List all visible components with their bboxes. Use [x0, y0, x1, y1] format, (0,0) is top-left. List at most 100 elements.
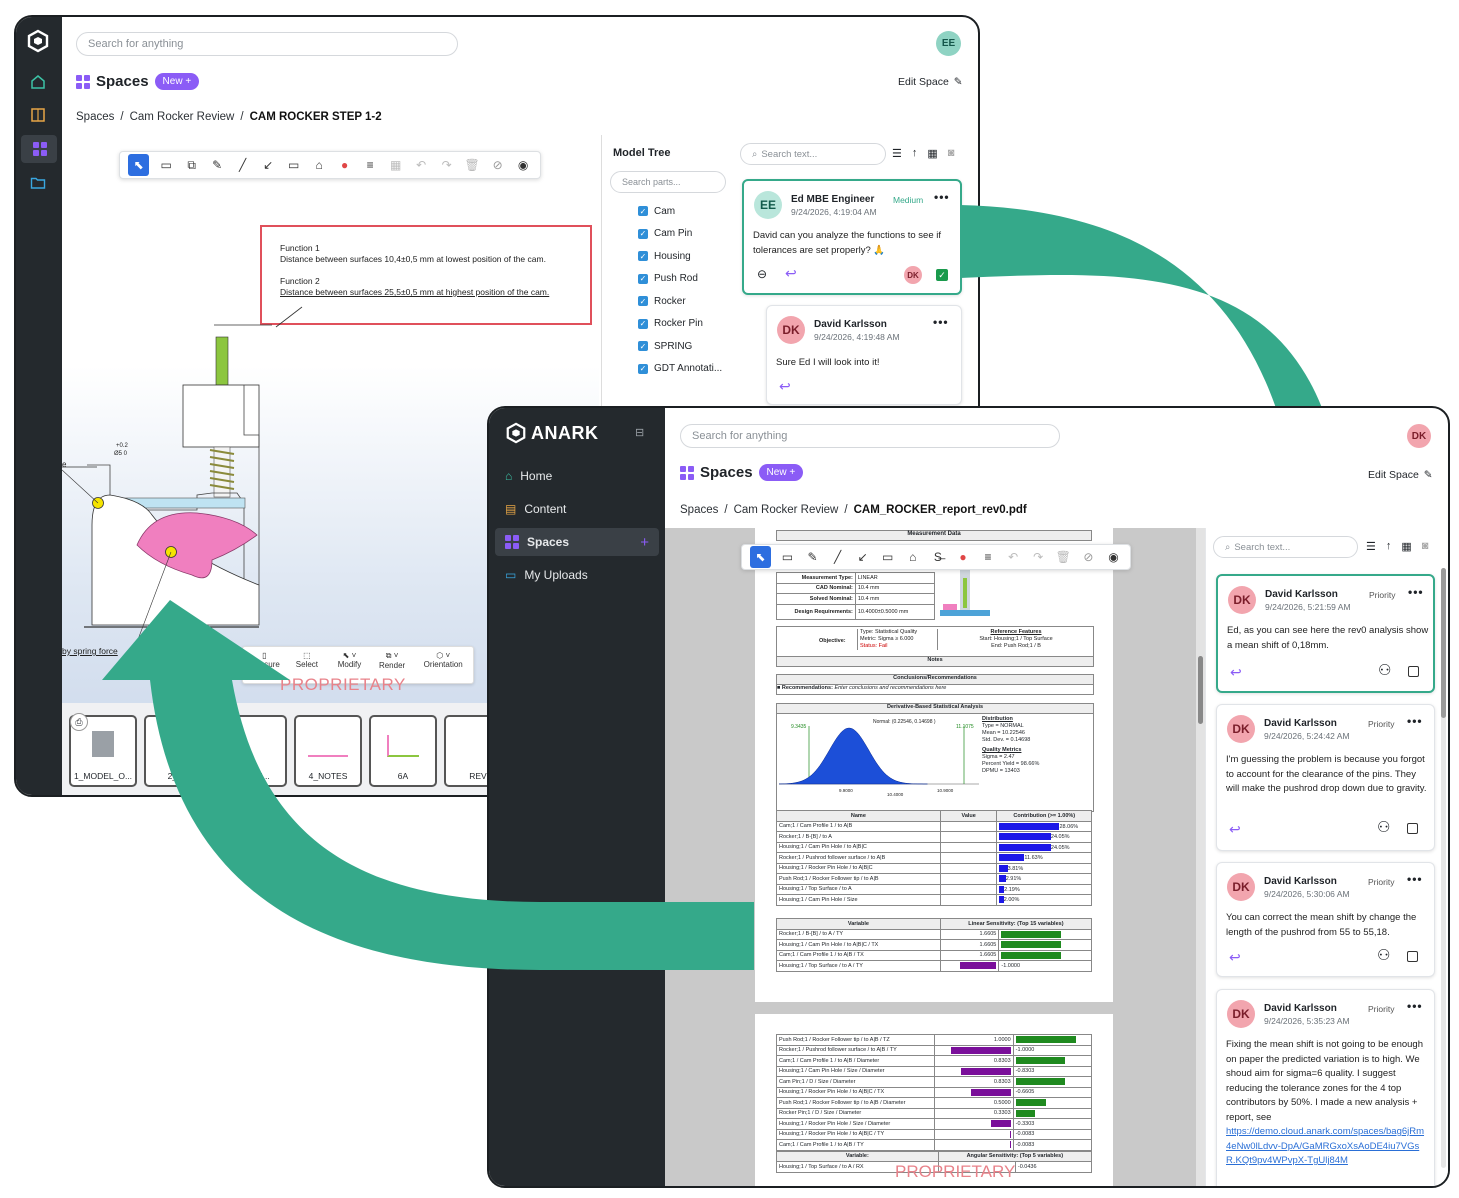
comments-scrollbar[interactable] — [1441, 568, 1446, 1168]
scrollbar-thumb[interactable] — [1198, 656, 1203, 724]
breadcrumb-cam-rocker-review[interactable]: Cam Rocker Review — [129, 111, 235, 123]
rectangle-icon[interactable]: ▭ — [882, 550, 894, 564]
table-icon[interactable]: ▦ — [1401, 541, 1412, 553]
orientation-tool[interactable]: ⬡ ˅Orientation — [413, 647, 473, 683]
assign-user-icon[interactable]: ⚇ — [1378, 662, 1392, 679]
collapse-sidebar-icon[interactable]: ⊟ — [635, 427, 645, 439]
reply-icon[interactable]: ↩ — [785, 265, 797, 281]
user-avatar[interactable]: DK — [1407, 424, 1431, 448]
new-space-button[interactable]: New + — [154, 73, 200, 90]
comment-card[interactable]: DK David Karlsson ••• 9/24/2026, 4:19:48… — [766, 305, 962, 405]
checkbox-checked-icon[interactable]: ✓ — [638, 341, 648, 352]
more-options-icon[interactable]: ••• — [1408, 585, 1424, 599]
assign-user-icon[interactable]: ⚇ — [1377, 947, 1391, 964]
checkbox-checked-icon[interactable]: ✓ — [638, 273, 648, 284]
select-tool-icon[interactable]: ⬉ — [128, 154, 150, 176]
checkbox-checked-icon[interactable]: ✓ — [638, 363, 648, 374]
tree-item[interactable]: ✓Cam Pin — [638, 223, 735, 246]
sort-up-icon[interactable]: ↑ — [911, 147, 918, 159]
edit-space-button[interactable]: Edit Space ✎ — [1368, 469, 1433, 481]
spaces-nav-active[interactable] — [21, 135, 57, 163]
priority-dropdown[interactable]: Priority — [1368, 877, 1395, 887]
undo-icon[interactable]: ↶ — [416, 158, 427, 172]
reply-icon[interactable]: ↩ — [1229, 949, 1241, 965]
redo-icon[interactable]: ↷ — [441, 158, 452, 172]
checkbox-checked-icon[interactable]: ✓ — [638, 296, 648, 307]
search-text-input[interactable]: ⌕Search text... — [740, 143, 886, 165]
assign-user-icon[interactable]: ⚇ — [1377, 819, 1391, 836]
checkbox-checked-icon[interactable]: ✓ — [638, 318, 648, 329]
tree-item[interactable]: ✓Rocker — [638, 290, 735, 313]
filter-icon[interactable]: ☰ — [892, 148, 902, 160]
tree-item[interactable]: ✓SPRING — [638, 335, 735, 358]
priority-dropdown[interactable]: Priority — [1368, 1004, 1395, 1014]
tree-item[interactable]: ✓Cam — [638, 200, 735, 223]
global-search-input[interactable]: Search for anything — [680, 424, 1060, 448]
color-palette-icon[interactable]: ● — [959, 550, 967, 564]
breadcrumb-spaces[interactable]: Spaces — [76, 111, 115, 123]
breadcrumb-spaces[interactable]: Spaces — [680, 504, 719, 516]
assignee-avatar[interactable]: DK — [904, 266, 922, 284]
breadcrumb-cam-rocker-review[interactable]: Cam Rocker Review — [733, 504, 839, 516]
checkbox-checked-icon[interactable]: ✓ — [638, 206, 648, 217]
pdf-scrollbar[interactable] — [1196, 528, 1205, 1186]
strikethrough-icon[interactable]: S̶ — [933, 550, 942, 564]
checkbox-checked-icon[interactable]: ✓ — [638, 251, 648, 262]
folder-icon[interactable] — [30, 175, 46, 196]
sidebar-item-spaces[interactable]: Spaces+ — [495, 528, 659, 556]
arrow-icon[interactable]: ↙ — [263, 158, 274, 172]
highlighter-icon[interactable]: ⌂ — [315, 158, 323, 172]
trash-icon[interactable]: 🗑 — [464, 158, 480, 172]
tree-item[interactable]: ✓Rocker Pin — [638, 313, 735, 336]
priority-dropdown[interactable]: Priority — [1368, 719, 1395, 729]
color-palette-icon[interactable]: ● — [341, 158, 349, 172]
priority-badge[interactable]: Medium — [893, 195, 924, 205]
comment-card[interactable]: DK David Karlsson Priority ••• 9/24/2026… — [1216, 574, 1435, 693]
resolve-checkbox[interactable] — [1407, 823, 1418, 834]
comment-icon[interactable]: ▭ — [160, 158, 172, 172]
checkbox-checked-icon[interactable]: ✓ — [638, 228, 648, 239]
view-thumbnail[interactable]: 2_T... — [144, 715, 212, 787]
more-options-icon[interactable]: ••• — [1407, 714, 1423, 728]
reply-icon[interactable]: ↩ — [1230, 664, 1242, 680]
sort-up-icon[interactable]: ↑ — [1385, 540, 1392, 552]
tree-item[interactable]: ✓GDT Annotati... — [638, 358, 735, 381]
eye-icon[interactable]: ◉ — [1108, 550, 1119, 564]
more-options-icon[interactable]: ••• — [1407, 872, 1423, 886]
pencil-icon[interactable]: ✎ — [807, 550, 818, 564]
new-space-button[interactable]: New + — [758, 464, 804, 481]
resolve-checkbox[interactable] — [1408, 666, 1419, 677]
print-icon[interactable]: ⎙ — [70, 713, 88, 731]
sidebar-item-content[interactable]: ▤Content — [495, 495, 659, 523]
highlighter-icon[interactable]: ⌂ — [909, 550, 917, 564]
view-thumbnail[interactable]: 4_NOTES — [294, 715, 362, 787]
book-icon[interactable] — [30, 107, 46, 128]
add-space-icon[interactable]: + — [640, 533, 649, 551]
select-tool-icon[interactable]: ⬉ — [750, 546, 771, 568]
analysis-link[interactable]: https://demo.cloud.anark.com/spaces/bag6… — [1226, 1126, 1425, 1166]
camera-icon[interactable]: ◙ — [1421, 540, 1429, 552]
comment-card[interactable]: EE Ed MBE Engineer Medium ••• 9/24/2026,… — [742, 179, 962, 295]
capture-icon[interactable]: ▦ — [389, 158, 402, 172]
priority-dropdown[interactable]: Priority — [1369, 590, 1396, 600]
hide-icon[interactable]: ⊘ — [492, 158, 503, 172]
arrow-icon[interactable]: ↙ — [857, 550, 868, 564]
scrollbar-thumb[interactable] — [1441, 568, 1446, 718]
resolve-checkbox[interactable] — [1407, 951, 1418, 962]
trash-icon[interactable]: 🗑 — [1055, 550, 1071, 564]
sidebar-item-my-uploads[interactable]: ▭My Uploads — [495, 561, 659, 589]
3d-note-icon[interactable]: ⧉ — [187, 157, 196, 172]
eye-icon[interactable]: ◉ — [517, 158, 529, 172]
tree-item[interactable]: ✓Push Rod — [638, 268, 735, 291]
pdf-viewer[interactable]: Measurement Data Measurement Type:LINEAR… — [665, 528, 1205, 1186]
reply-icon[interactable]: ↩ — [1229, 821, 1241, 837]
global-search-input[interactable]: Search for anything — [76, 32, 458, 56]
line-icon[interactable]: ╱ — [239, 158, 247, 172]
rectangle-icon[interactable]: ▭ — [287, 158, 300, 172]
hide-icon[interactable]: ⊘ — [1083, 550, 1094, 564]
edit-space-button[interactable]: Edit Space ✎ — [898, 76, 963, 88]
undo-icon[interactable]: ↶ — [1008, 550, 1019, 564]
sidebar-item-home[interactable]: ⌂Home — [495, 462, 659, 490]
comment-icon[interactable]: ▭ — [781, 550, 794, 564]
reply-icon[interactable]: ↩ — [779, 378, 791, 394]
